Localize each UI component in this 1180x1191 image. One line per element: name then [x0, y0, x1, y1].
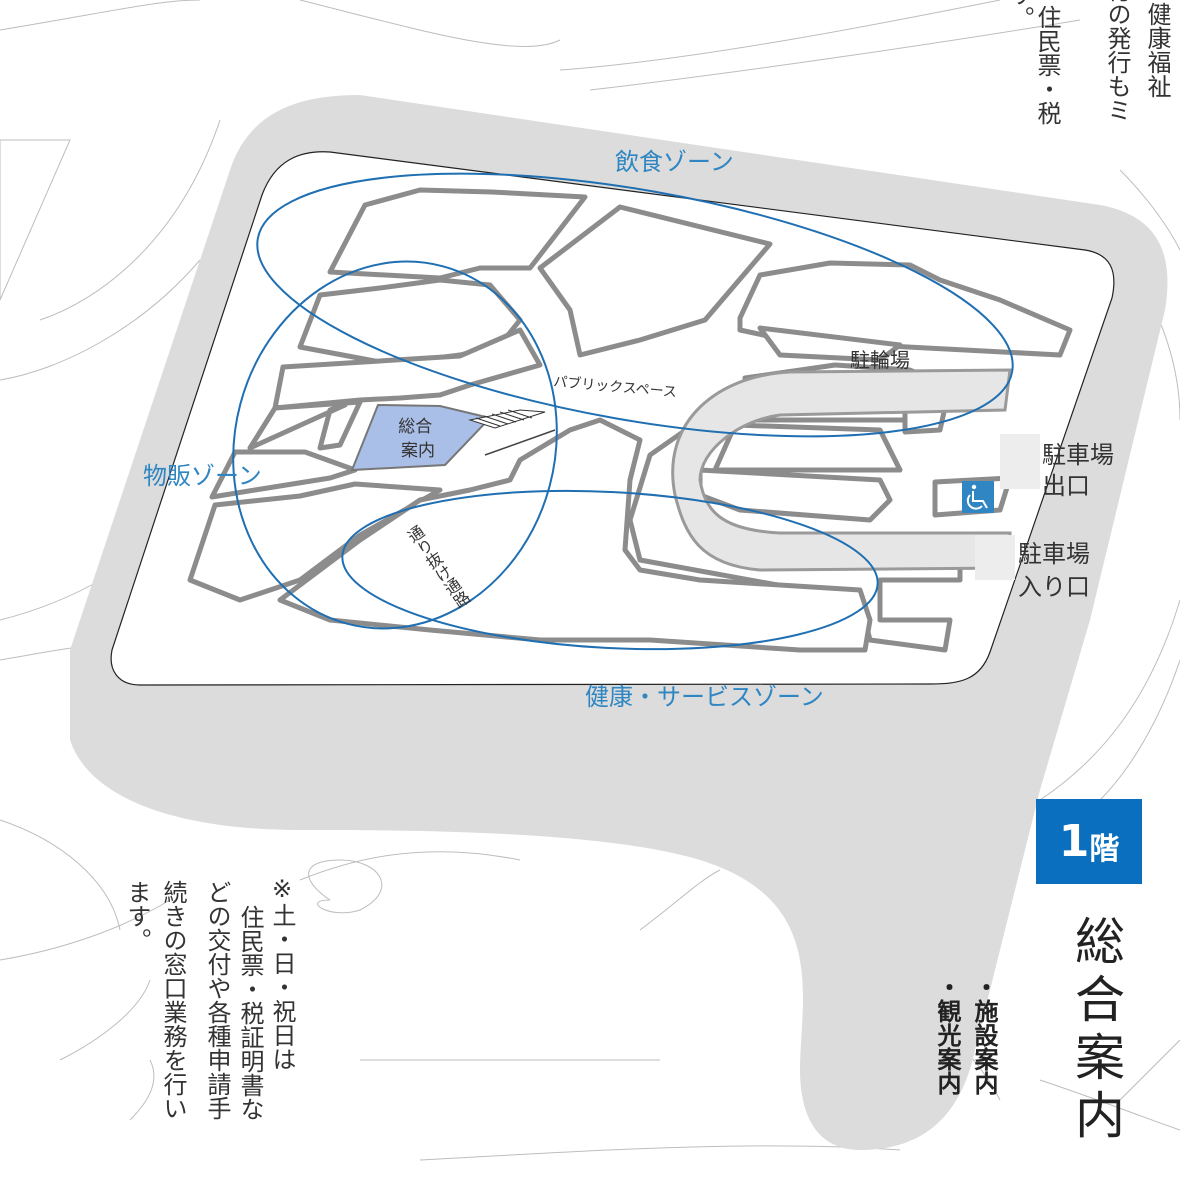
info-center-block[interactable] — [350, 403, 492, 472]
parking-ramp — [671, 368, 1040, 580]
top-note-col2: 住民票・税 — [1033, 5, 1061, 125]
health-zone-outline — [341, 489, 879, 651]
info-center-label: 総合 案内 — [398, 417, 437, 461]
section-title: 総合案内 — [1067, 915, 1125, 1147]
note-line1: ※土・日・祝日は — [268, 875, 296, 1071]
top-note-col4: の健康福祉 — [1143, 0, 1171, 98]
bicycle-parking-label: 駐輪場 — [850, 348, 910, 372]
top-note-col3: 付の発行もミ — [1103, 0, 1131, 122]
floor-unit: 階 — [1089, 831, 1120, 867]
passage-path — [484, 429, 556, 456]
note-line2: 住民票・税証明書な — [236, 905, 264, 1121]
floor-badge: 1 階 — [1036, 799, 1142, 884]
retail-zone-outline — [232, 260, 558, 630]
food-zone-outline — [256, 172, 1014, 438]
parking-entrance-line2: 入り口 — [1018, 573, 1090, 601]
parking-exit-line2: 出口 — [1042, 472, 1090, 500]
parking-entrance-line1: 駐車場 — [1018, 540, 1090, 568]
parking-exit-label: 駐車場 出口 — [1042, 441, 1122, 500]
retail-zone-label: 物販ゾーン — [143, 462, 262, 490]
note-line5: ます。 — [123, 880, 151, 952]
zone-outlines — [232, 172, 1014, 651]
service-item-tourism: ・観光案内 — [933, 975, 961, 1095]
food-zone-label: 飲食ゾーン — [615, 148, 734, 176]
parking-exit-line1: 駐車場 — [1042, 441, 1114, 469]
wheelchair-icon — [962, 481, 994, 513]
info-center-label-line1: 総合 — [398, 417, 432, 437]
note-line4: 続きの窓口業務を行い — [159, 880, 187, 1120]
info-center-label-line2: 案内 — [401, 441, 435, 461]
parking-entrance-label: 駐車場 入り口 — [1018, 540, 1098, 601]
stairs-icon — [468, 409, 546, 429]
note-line3: どの交付や各種申請手 — [203, 880, 231, 1120]
floor-number: 1 — [1058, 816, 1090, 867]
service-item-facility: ・施設案内 — [970, 975, 998, 1095]
health-zone-label: 健康・サービスゾーン — [585, 683, 824, 711]
top-note-col1: す。 — [1006, 0, 1034, 30]
